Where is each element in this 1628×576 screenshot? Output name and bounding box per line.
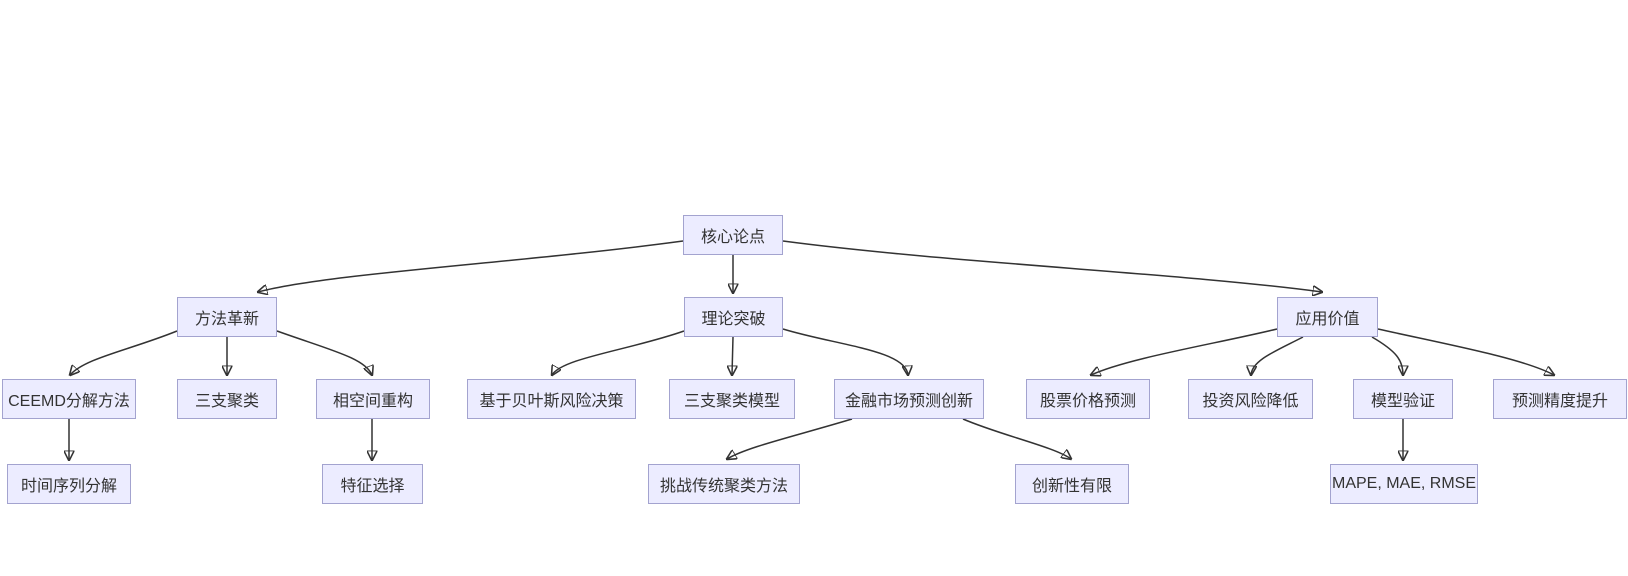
node-mape-mae-rmse-metrics: MAPE, MAE, RMSE xyxy=(1330,464,1478,504)
node-theory-breakthrough: 理论突破 xyxy=(684,297,783,337)
node-label: 方法革新 xyxy=(194,311,259,328)
node-forecast-accuracy-improvement: 预测精度提升 xyxy=(1493,379,1627,419)
node-method-innovation: 方法革新 xyxy=(177,297,277,337)
node-label: 挑战传统聚类方法 xyxy=(659,478,788,495)
node-label: 应用价值 xyxy=(1295,311,1360,328)
node-label: 相空间重构 xyxy=(332,393,413,410)
node-label: 三支聚类模型 xyxy=(683,393,780,410)
node-label: 金融市场预测创新 xyxy=(844,393,973,410)
node-label: CEEMD分解方法 xyxy=(8,393,130,410)
edge-finmarket-limited xyxy=(962,418,1071,459)
edge-theory-threewaymodel xyxy=(732,336,733,375)
edge-theory-finmarket xyxy=(782,328,908,375)
node-limited-innovation: 创新性有限 xyxy=(1015,464,1129,504)
node-label: 模型验证 xyxy=(1370,393,1435,410)
node-label: 预测精度提升 xyxy=(1511,393,1608,410)
node-label: 股票价格预测 xyxy=(1039,393,1136,410)
node-application-value: 应用价值 xyxy=(1277,297,1378,337)
edge-application-precision xyxy=(1377,328,1554,375)
edge-finmarket-challenge xyxy=(727,418,853,459)
node-feature-selection: 特征选择 xyxy=(322,464,423,504)
node-phase-space-reconstruction: 相空间重构 xyxy=(316,379,430,419)
edge-theory-bayes xyxy=(552,330,685,375)
node-label: 特征选择 xyxy=(340,478,405,495)
node-stock-price-forecast: 股票价格预测 xyxy=(1026,379,1150,419)
edge-application-stock xyxy=(1091,328,1278,375)
edge-root-method xyxy=(258,240,684,292)
node-model-validation: 模型验证 xyxy=(1353,379,1453,419)
node-threeway-clustering-model: 三支聚类模型 xyxy=(669,379,795,419)
node-ceemd-decomposition: CEEMD分解方法 xyxy=(2,379,136,419)
edge-method-phase xyxy=(276,330,372,375)
edge-root-application xyxy=(782,240,1322,292)
node-label: 核心论点 xyxy=(700,229,765,246)
node-investment-risk-reduction: 投资风险降低 xyxy=(1188,379,1313,419)
node-bayesian-risk-decision: 基于贝叶斯风险决策 xyxy=(467,379,636,419)
node-label: 投资风险降低 xyxy=(1202,393,1299,410)
edge-application-validation xyxy=(1371,336,1403,375)
node-core-argument: 核心论点 xyxy=(683,215,783,255)
node-time-series-decomposition: 时间序列分解 xyxy=(7,464,131,504)
edge-method-ceemd xyxy=(70,330,178,375)
node-label: MAPE, MAE, RMSE xyxy=(1331,475,1477,492)
node-label: 理论突破 xyxy=(701,311,766,328)
node-label: 创新性有限 xyxy=(1031,478,1112,495)
edge-application-risk xyxy=(1251,336,1304,375)
node-label: 时间序列分解 xyxy=(20,478,117,495)
node-financial-market-forecast-innovation: 金融市场预测创新 xyxy=(834,379,984,419)
node-challenge-traditional-clustering: 挑战传统聚类方法 xyxy=(648,464,800,504)
node-threeway-clustering: 三支聚类 xyxy=(177,379,277,419)
node-label: 三支聚类 xyxy=(194,393,259,410)
node-label: 基于贝叶斯风险决策 xyxy=(479,393,624,410)
